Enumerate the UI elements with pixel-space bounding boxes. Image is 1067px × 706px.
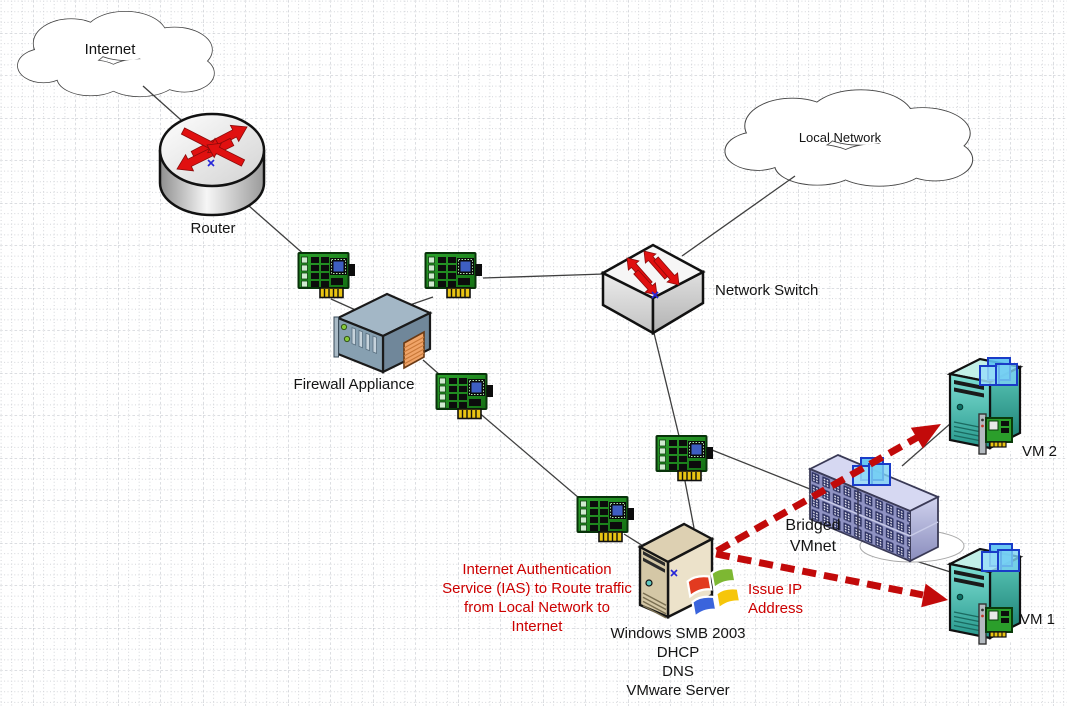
router-icon [158,112,266,217]
bridged-vmnet-label: Bridged VMnet [785,517,841,555]
switch-arrows-icon [626,250,680,296]
internet-label: Internet [84,41,136,58]
network-switch-label: Network Switch [715,282,819,299]
server-icon [637,522,745,627]
windows-logo-icon [686,566,742,619]
connection-point-marker [651,291,659,299]
vm1-label: VM 1 [1020,611,1056,628]
firewall-appliance-label: Firewall Appliance [293,376,415,393]
connection-point-marker [207,159,215,167]
ias-annotation: Internet Authentication Service (IAS) to… [442,561,632,636]
issue-ip-annotation: Issue IP Address [748,581,804,618]
router-label: Router [190,220,236,237]
vm2-label: VM 2 [1022,443,1058,460]
connection-point-marker [670,569,678,577]
dashed-arrow-to-vm2 [715,424,941,555]
network-switch-icon [600,243,706,336]
firewall-appliance-icon [333,292,433,374]
server-label: Windows SMB 2003 DHCP DNS VMware Server [610,625,746,700]
connection-lines [142,85,976,576]
local-network-label: Local Network [798,130,882,145]
firewall-grille-icon [403,330,425,370]
router-arrows-icon [176,124,248,172]
dashed-arrow-to-vm1 [715,550,948,608]
